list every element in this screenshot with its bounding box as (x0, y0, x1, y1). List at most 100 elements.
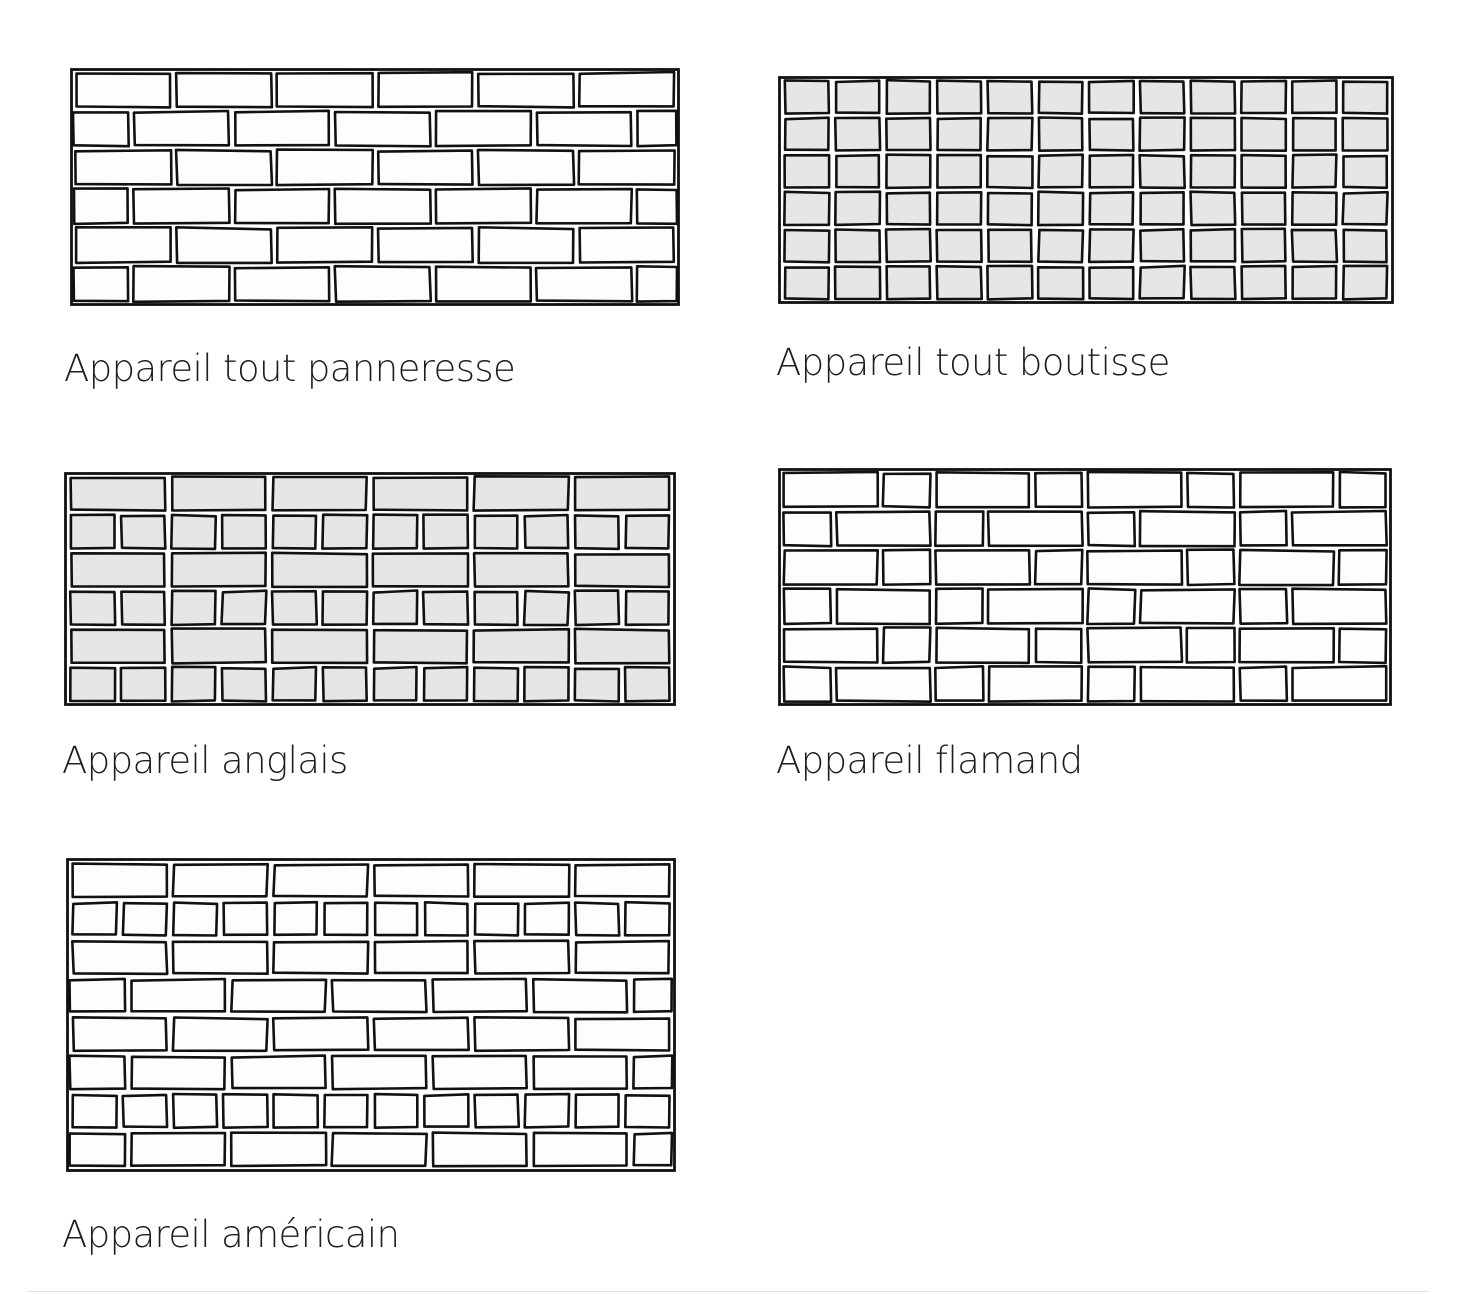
english-brick-r5-3 (270, 628, 369, 665)
header-brick-r1-8 (1138, 79, 1186, 115)
caption-stretcher-bond: Appareil tout panneresse (64, 347, 516, 390)
american-brick-r2-11 (573, 901, 621, 937)
stretcher-brick-r1-3 (275, 71, 374, 109)
american-brick-r3-1 (71, 940, 169, 976)
english-brick-r4-8 (421, 590, 470, 626)
american-brick-r3-2 (171, 940, 269, 975)
english-brick-r1-1 (69, 476, 167, 512)
flemish-wall-outline (778, 468, 1392, 706)
stretcher-brick-r5-2 (175, 226, 273, 265)
english-brick-r3-6 (573, 553, 671, 589)
stretcher-brick-r1-1 (75, 72, 172, 109)
header-brick-r2-6 (1037, 116, 1084, 152)
american-brick-r6-5 (431, 1054, 528, 1091)
american-brick-r2-8 (423, 901, 469, 937)
header-brick-r1-9 (1189, 79, 1237, 115)
header-brick-r2-8 (1138, 116, 1186, 152)
flemish-brick-r3-4 (1033, 548, 1084, 586)
header-brick-r6-7 (1088, 266, 1135, 301)
stretcher-brick-r3-2 (174, 148, 274, 187)
header-brick-r1-12 (1341, 80, 1389, 115)
stretcher-brick-r3-4 (376, 149, 474, 186)
stretcher-brick-r5-3 (275, 226, 374, 264)
stretcher-brick-r5-1 (74, 226, 172, 265)
header-brick-r5-8 (1139, 227, 1186, 263)
flemish-brick-r1-8 (1338, 470, 1387, 509)
flemish-brick-r4-2 (835, 587, 931, 626)
english-brick-r6-10 (523, 665, 570, 703)
header-brick-r3-1 (783, 153, 831, 189)
header-brick-r4-7 (1088, 191, 1135, 226)
english-brick-r6-3 (170, 665, 217, 703)
flemish-brick-r1-2 (881, 472, 932, 509)
american-wall-outline (66, 858, 676, 1172)
stretcher-brick-r4-5 (434, 187, 533, 225)
header-brick-r4-5 (986, 191, 1034, 227)
header-brick-r5-7 (1087, 228, 1135, 264)
american-brick-r7-7 (373, 1092, 419, 1129)
american-brick-r4-6 (531, 977, 629, 1014)
american-brick-r2-3 (171, 901, 219, 937)
header-brick-r6-9 (1189, 265, 1237, 301)
american-brick-r6-4 (330, 1054, 428, 1091)
stretcher-brick-r4-1 (72, 187, 129, 226)
flemish-brick-r6-2 (834, 666, 932, 703)
flemish-brick-r5-2 (881, 626, 932, 665)
header-brick-r3-7 (1088, 153, 1135, 189)
flemish-brick-r5-4 (1034, 627, 1083, 665)
stretcher-brick-r2-1 (71, 111, 130, 148)
header-brick-r3-2 (835, 153, 881, 189)
flemish-brick-r2-7 (1238, 509, 1288, 547)
header-brick-r2-4 (936, 116, 982, 152)
american-brick-r7-8 (423, 1093, 470, 1128)
american-brick-r5-1 (71, 1016, 168, 1053)
header-brick-r6-10 (1240, 264, 1287, 301)
flemish-brick-r1-5 (1086, 470, 1183, 509)
flemish-brick-r3-1 (782, 549, 879, 586)
english-brick-r2-1 (69, 513, 116, 550)
stretcher-brick-r4-3 (233, 187, 331, 225)
stretcher-brick-r6-1 (72, 266, 130, 303)
flemish-brick-r2-1 (782, 511, 833, 548)
flemish-brick-r3-3 (934, 549, 1032, 586)
american-brick-r3-5 (473, 939, 571, 975)
header-brick-r2-9 (1189, 116, 1237, 152)
american-brick-r4-1 (68, 977, 127, 1013)
header-brick-r5-1 (783, 228, 831, 264)
header-brick-r3-4 (936, 153, 983, 189)
header-brick-r1-10 (1239, 79, 1288, 115)
flemish-brick-r6-7 (1238, 665, 1289, 703)
flemish-brick-r3-5 (1086, 549, 1184, 586)
english-brick-r1-3 (271, 475, 368, 512)
english-brick-r5-1 (70, 628, 166, 665)
english-brick-r6-2 (119, 666, 167, 703)
english-brick-r3-1 (70, 552, 166, 588)
english-brick-r2-4 (220, 513, 268, 550)
american-brick-r7-9 (473, 1093, 521, 1129)
english-brick-r4-9 (473, 590, 519, 627)
american-brick-r5-5 (473, 1016, 571, 1053)
english-brick-r1-2 (170, 475, 267, 512)
flemish-brick-r1-7 (1238, 471, 1335, 509)
stretcher-brick-r1-6 (577, 70, 676, 108)
american-brick-r2-12 (623, 900, 671, 937)
american-brick-r6-7 (632, 1054, 674, 1090)
header-brick-r6-12 (1341, 264, 1389, 301)
english-brick-r6-11 (573, 667, 621, 703)
flemish-brick-r1-4 (1034, 471, 1084, 509)
english-brick-r4-7 (371, 589, 419, 626)
flemish-brick-r4-5 (1086, 587, 1137, 626)
stretcher-brick-r4-2 (132, 187, 231, 225)
flemish-brick-r4-3 (934, 587, 984, 626)
english-brick-r5-5 (472, 627, 571, 664)
header-brick-r2-7 (1088, 117, 1135, 152)
flemish-brick-r3-8 (1337, 548, 1388, 586)
flemish-brick-r4-6 (1138, 588, 1236, 625)
american-brick-r1-6 (573, 863, 671, 898)
flemish-brick-r4-8 (1291, 587, 1388, 626)
english-brick-r6-7 (372, 665, 418, 702)
header-brick-r1-4 (935, 79, 983, 115)
header-brick-r6-3 (885, 265, 932, 301)
stretcher-brick-r4-7 (635, 188, 679, 226)
flemish-brick-r6-3 (934, 665, 985, 702)
